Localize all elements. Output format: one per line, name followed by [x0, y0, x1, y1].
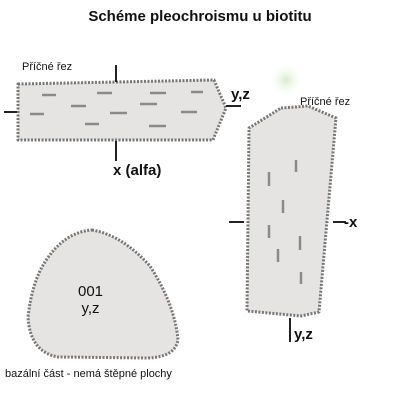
crystal-horizontal	[16, 78, 228, 142]
axis-label-x-alpha: x (alfa)	[113, 162, 162, 179]
cleavage-lines-horizontal	[30, 90, 203, 128]
caption: bazální část - nemá štěpné plochy	[5, 368, 172, 380]
basal-axes: y,z	[81, 300, 100, 317]
cross-section-label-top: Příčné řez	[22, 61, 73, 73]
cleavage-lines-vertical	[267, 160, 303, 284]
axis-ticks-vertical	[229, 221, 346, 342]
glow-spot	[268, 62, 304, 98]
cross-section-horizontal	[4, 65, 241, 161]
axis-label-x-right: -x	[344, 214, 358, 231]
basal-section	[26, 228, 180, 360]
axis-label-yz-top: y,z	[231, 86, 250, 103]
axis-label-yz-bottom: y,z	[294, 326, 313, 343]
cross-section-label-right: Příčné řez	[300, 96, 351, 108]
basal-code: 001	[78, 283, 104, 300]
diagram-title: Schéme pleochroismu u biotitu	[88, 8, 312, 25]
crystal-vertical	[245, 104, 338, 318]
axis-ticks-horizontal	[4, 65, 241, 161]
basal-section-label: 001 y,z	[78, 283, 103, 317]
cross-section-vertical	[229, 104, 346, 342]
